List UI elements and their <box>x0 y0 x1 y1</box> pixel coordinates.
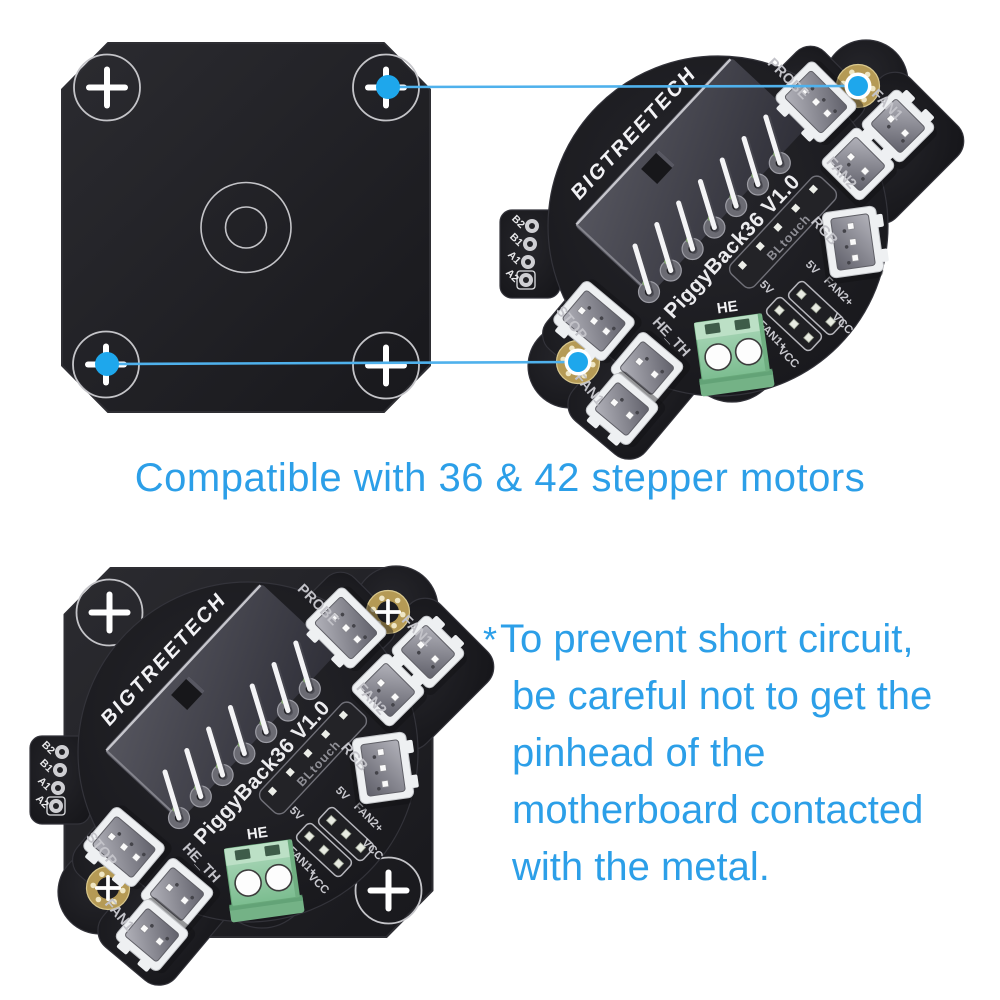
note-line-1-text: To prevent short circuit, <box>500 617 914 661</box>
note-line-1: *To prevent short circuit, <box>483 611 988 668</box>
compatibility-heading: Compatible with 36 & 42 stepper motors <box>134 456 866 500</box>
mount-align-line-top <box>387 84 859 89</box>
mount-dot-board-top <box>844 72 872 100</box>
mount-dot-motor-bottom-left <box>95 352 119 376</box>
note-line-3: pinhead of the <box>512 731 766 775</box>
mount-dot-motor-top-right <box>376 75 400 99</box>
warning-note: *To prevent short circuit, be careful no… <box>483 611 988 896</box>
note-line-2: be careful not to get the <box>512 674 933 718</box>
mount-align-line-bottom <box>106 360 579 366</box>
stepper-motor-top-view <box>62 43 430 412</box>
mount-dot-board-bottom <box>564 348 592 376</box>
pcb-mounted-on-motor <box>30 564 503 994</box>
note-asterisk: * <box>483 619 498 660</box>
note-line-4: motherboard contacted <box>512 788 924 832</box>
note-line-5: with the metal. <box>512 845 770 889</box>
pcb-front-view <box>500 38 973 468</box>
